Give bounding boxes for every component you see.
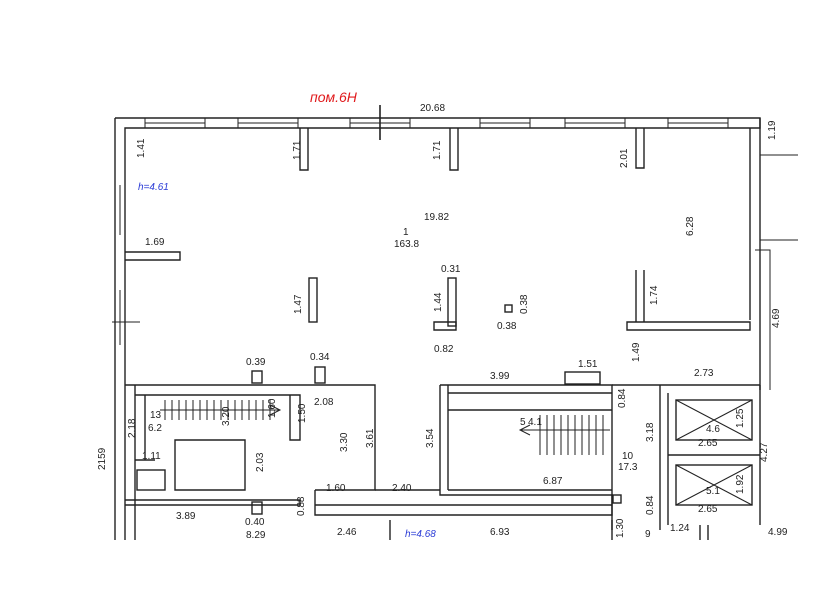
main-room-area: 163.8 — [394, 239, 420, 250]
stair-right — [518, 415, 610, 455]
dim-0-84-a: 0.84 — [617, 388, 628, 408]
column-0-38 — [504, 304, 513, 313]
dim-3-61: 3.61 — [365, 428, 376, 448]
column-1-44 — [447, 277, 457, 327]
dim-0-88: 0.88 — [296, 496, 307, 516]
dim-1-71-b: 1.71 — [432, 140, 443, 160]
dim-1-11: 1.11 — [142, 451, 161, 462]
bottom-pillar — [612, 494, 622, 504]
main-room-number: 1 — [403, 227, 409, 238]
pillar-0-39 — [251, 370, 263, 384]
dim-1-69: 1.69 — [145, 237, 165, 248]
dim-4-99: 4.99 — [768, 527, 788, 538]
dim-1-71-a: 1.71 — [292, 140, 303, 160]
lower-left-box — [136, 469, 166, 491]
niche-1-51 — [564, 371, 601, 385]
dim-1-74: 1.74 — [649, 285, 660, 305]
dim-2-73: 2.73 — [694, 368, 714, 379]
room-5-number: 5 — [520, 417, 526, 428]
dim-3-30: 3.30 — [339, 432, 350, 452]
bottom-lower-walls — [389, 520, 709, 540]
dim-2-65-a: 2.65 — [698, 438, 718, 449]
dim-3-54: 3.54 — [425, 428, 436, 448]
dim-4-69: 4.69 — [771, 308, 782, 328]
dim-1-49: 1.49 — [631, 342, 642, 362]
room-4-6: 4.6 — [706, 424, 720, 435]
right-block-walls — [612, 384, 761, 530]
dim-3-99: 3.99 — [490, 371, 510, 382]
dim-1-51: 1.51 — [578, 359, 598, 370]
room-10-area: 17.3 — [618, 462, 638, 473]
room-label: пом.6Н — [310, 89, 357, 105]
elevator-1 — [675, 399, 753, 441]
column-1-47 — [308, 277, 318, 323]
dim-20-68: 20.68 — [420, 103, 446, 114]
dim-1-60-v: 1.60 — [267, 398, 278, 418]
dim-1-19: 1.19 — [767, 120, 778, 140]
room-5-1: 5.1 — [706, 486, 720, 497]
dim-1-92: 1.92 — [735, 474, 746, 494]
dim-3-89: 3.89 — [176, 511, 196, 522]
height-lower: h=4.68 — [405, 529, 436, 540]
dim-1-30: 1.30 — [615, 518, 626, 538]
dim-8-29: 8.29 — [246, 530, 266, 541]
column-0-82 — [433, 321, 457, 331]
elevator-2 — [675, 464, 753, 506]
dim-2-08: 2.08 — [314, 397, 334, 408]
dim-0-82: 0.82 — [434, 344, 454, 355]
dim-6-87: 6.87 — [543, 476, 563, 487]
dim-2-46: 2.46 — [337, 527, 357, 538]
dim-0-39: 0.39 — [246, 357, 266, 368]
wall-right-l — [626, 270, 751, 331]
outer-wall-right — [749, 118, 761, 390]
stair-left — [160, 400, 282, 420]
lower-left-walls — [125, 384, 376, 540]
dim-1-25: 1.25 — [735, 408, 746, 428]
dim-0-34: 0.34 — [310, 352, 330, 363]
dim-6-28: 6.28 — [685, 216, 696, 236]
corridor-walls — [314, 385, 613, 516]
dim-1-60: 1.60 — [326, 483, 346, 494]
pillar-0-40 — [251, 501, 263, 515]
main-room-length: 19.82 — [424, 212, 450, 223]
dim-2-18: 2.18 — [127, 418, 138, 438]
outer-wall-top — [115, 117, 761, 540]
room-13-area: 6.2 — [148, 423, 162, 434]
dim-0-84-b: 0.84 — [645, 495, 656, 515]
dim-1-24: 1.24 — [670, 523, 690, 534]
dim-1-44: 1.44 — [433, 292, 444, 312]
dim-9: 9 — [645, 529, 651, 540]
dim-0-38: 0.38 — [497, 321, 517, 332]
dim-1-41: 1.41 — [136, 138, 147, 158]
pillar-0-34 — [314, 366, 326, 384]
dim-1-47: 1.47 — [293, 294, 304, 314]
dim-0-38-v: 0.38 — [519, 294, 530, 314]
left-windows — [112, 185, 140, 345]
dim-2159: 2159 — [97, 447, 108, 470]
room-10-number: 10 — [622, 451, 634, 462]
room-5-area: 4.1 — [528, 417, 542, 428]
dim-2-01: 2.01 — [619, 148, 630, 168]
dim-2-03: 2.03 — [255, 452, 266, 472]
dim-3-18: 3.18 — [645, 422, 656, 442]
dim-6-93: 6.93 — [490, 527, 510, 538]
right-balcony — [755, 154, 798, 390]
dim-3-20: 3.20 — [221, 406, 232, 426]
center-bottom-block — [440, 384, 613, 530]
dim-2-40: 2.40 — [392, 483, 412, 494]
columns-top — [299, 128, 645, 171]
dim-2-65-b: 2.65 — [698, 504, 718, 515]
dim-4-27: 4.27 — [759, 442, 770, 462]
top-windows — [144, 118, 729, 128]
dim-0-31: 0.31 — [441, 264, 461, 275]
dim-0-40: 0.40 — [245, 517, 265, 528]
dim-1-50: 1.50 — [297, 403, 308, 423]
height-main: h=4.61 — [138, 182, 169, 193]
room-13-number: 13 — [150, 410, 162, 421]
stub-wall-left — [125, 251, 181, 261]
